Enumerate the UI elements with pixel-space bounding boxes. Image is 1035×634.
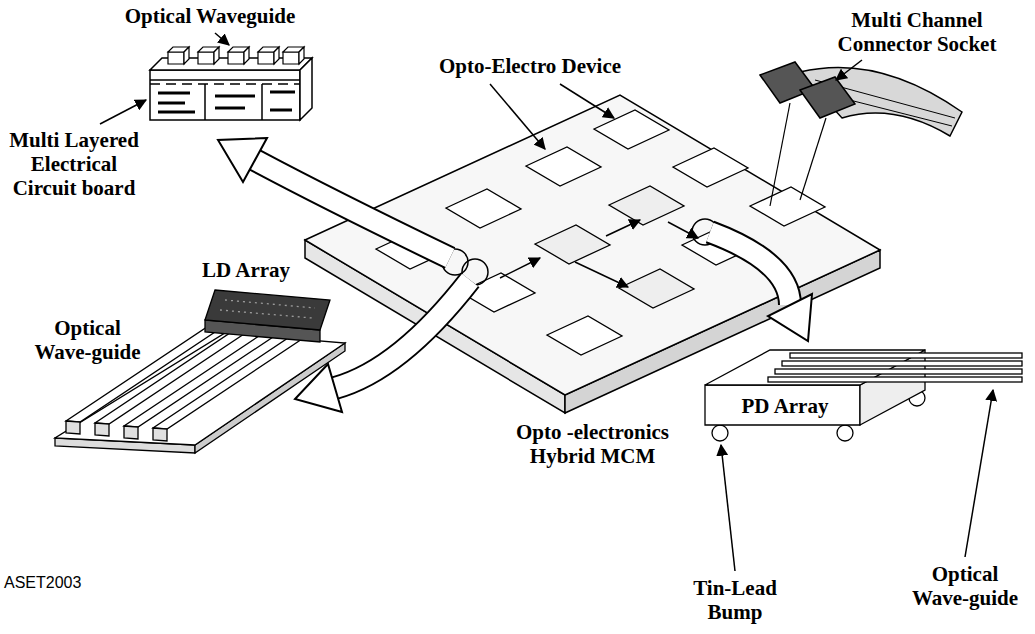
multilayer-board <box>150 58 312 120</box>
pd-chip-front <box>705 385 860 425</box>
part-label: PD Array <box>735 394 835 418</box>
board-front <box>150 70 300 120</box>
chip <box>594 110 669 149</box>
connector <box>760 62 962 206</box>
socket-wire <box>800 118 826 200</box>
hollow-arrow-head <box>768 294 812 341</box>
ld-module <box>55 290 345 453</box>
link-arrow <box>606 220 640 236</box>
solder-bump <box>837 425 853 441</box>
hollow-arrow-fill <box>335 280 470 388</box>
part-label: Opto -electronics Hybrid MCM <box>500 420 685 468</box>
chip-texture <box>220 310 312 318</box>
part-label: Tin-Lead Bump <box>680 576 790 624</box>
chip <box>673 148 748 187</box>
leader-line <box>490 84 545 149</box>
chip <box>526 147 601 186</box>
circuit-trace <box>215 107 245 110</box>
ld-chip <box>205 290 330 330</box>
waveguide-end <box>66 421 80 434</box>
cube <box>228 52 244 64</box>
hollow-arrow-fill <box>255 160 450 258</box>
cube <box>274 47 279 64</box>
waveguide-bar <box>775 369 1022 374</box>
circuit-trace <box>270 91 295 94</box>
socket-wire <box>770 103 790 206</box>
part-label: Optical Wave-guide <box>905 562 1025 610</box>
board-side <box>300 58 312 120</box>
leader-line <box>965 390 993 557</box>
cube <box>214 47 219 64</box>
chip <box>609 186 684 225</box>
hollow-arrow-body <box>335 280 470 388</box>
cable <box>800 68 962 136</box>
cube <box>299 47 304 64</box>
leader-line <box>836 60 862 80</box>
link-arrow <box>500 258 540 278</box>
pd-module <box>705 350 1022 441</box>
layer-divider <box>204 84 206 120</box>
link-arrow <box>668 222 698 238</box>
cube <box>198 52 214 64</box>
part-label: Optical Wave-guide <box>30 316 145 364</box>
solder-bump <box>712 425 728 441</box>
leader-lines <box>100 33 993 571</box>
circuit-trace <box>158 111 195 114</box>
optical-links <box>442 219 718 287</box>
leader-line <box>721 445 735 571</box>
waveguide-bar <box>124 326 288 427</box>
chip <box>750 187 825 226</box>
waveguide-bar <box>790 353 1022 358</box>
part-label: LD Array <box>196 258 296 282</box>
connector-socket <box>800 77 855 118</box>
cube <box>184 47 189 64</box>
hollow-arrow-fill <box>710 232 790 305</box>
circuit-trace <box>270 109 292 112</box>
cube <box>244 47 249 64</box>
cube <box>283 52 299 64</box>
circuit-trace <box>158 102 185 105</box>
circuit-trace <box>215 95 255 98</box>
part-label: Optical Waveguide <box>110 4 310 28</box>
watermark: ASET2003 <box>4 574 114 592</box>
part-label: Multi Layered Electrical Circuit board <box>3 128 145 200</box>
part-label: Multi Channel Connector Socket <box>822 8 1012 56</box>
cube <box>168 52 184 64</box>
layer-divider <box>261 84 263 120</box>
waveguide-bar <box>153 328 317 429</box>
leader-line <box>560 84 614 118</box>
chip-texture <box>225 300 315 308</box>
waveguide-cubes <box>168 47 304 64</box>
waveguide-end <box>124 426 138 439</box>
layer-line <box>150 83 300 85</box>
chip <box>619 269 694 308</box>
waveguide-layer <box>150 79 300 81</box>
leader-line <box>100 100 146 124</box>
waveguide-end <box>153 428 167 441</box>
hollow-arrow-head <box>218 138 267 182</box>
chip <box>547 316 622 355</box>
hollow-arrow-body <box>255 160 450 258</box>
link-arrow <box>575 262 628 287</box>
circuit-trace <box>158 92 190 95</box>
chip <box>446 189 521 228</box>
hollow-arrow-body <box>710 232 790 305</box>
waveguide-bar <box>782 361 1022 366</box>
chip <box>535 225 610 264</box>
part-label: Opto-Electro Device <box>395 54 665 78</box>
waveguide-end <box>95 423 109 436</box>
leader-line <box>215 33 229 45</box>
cube <box>258 52 274 64</box>
waveguide-bar <box>768 377 1022 382</box>
